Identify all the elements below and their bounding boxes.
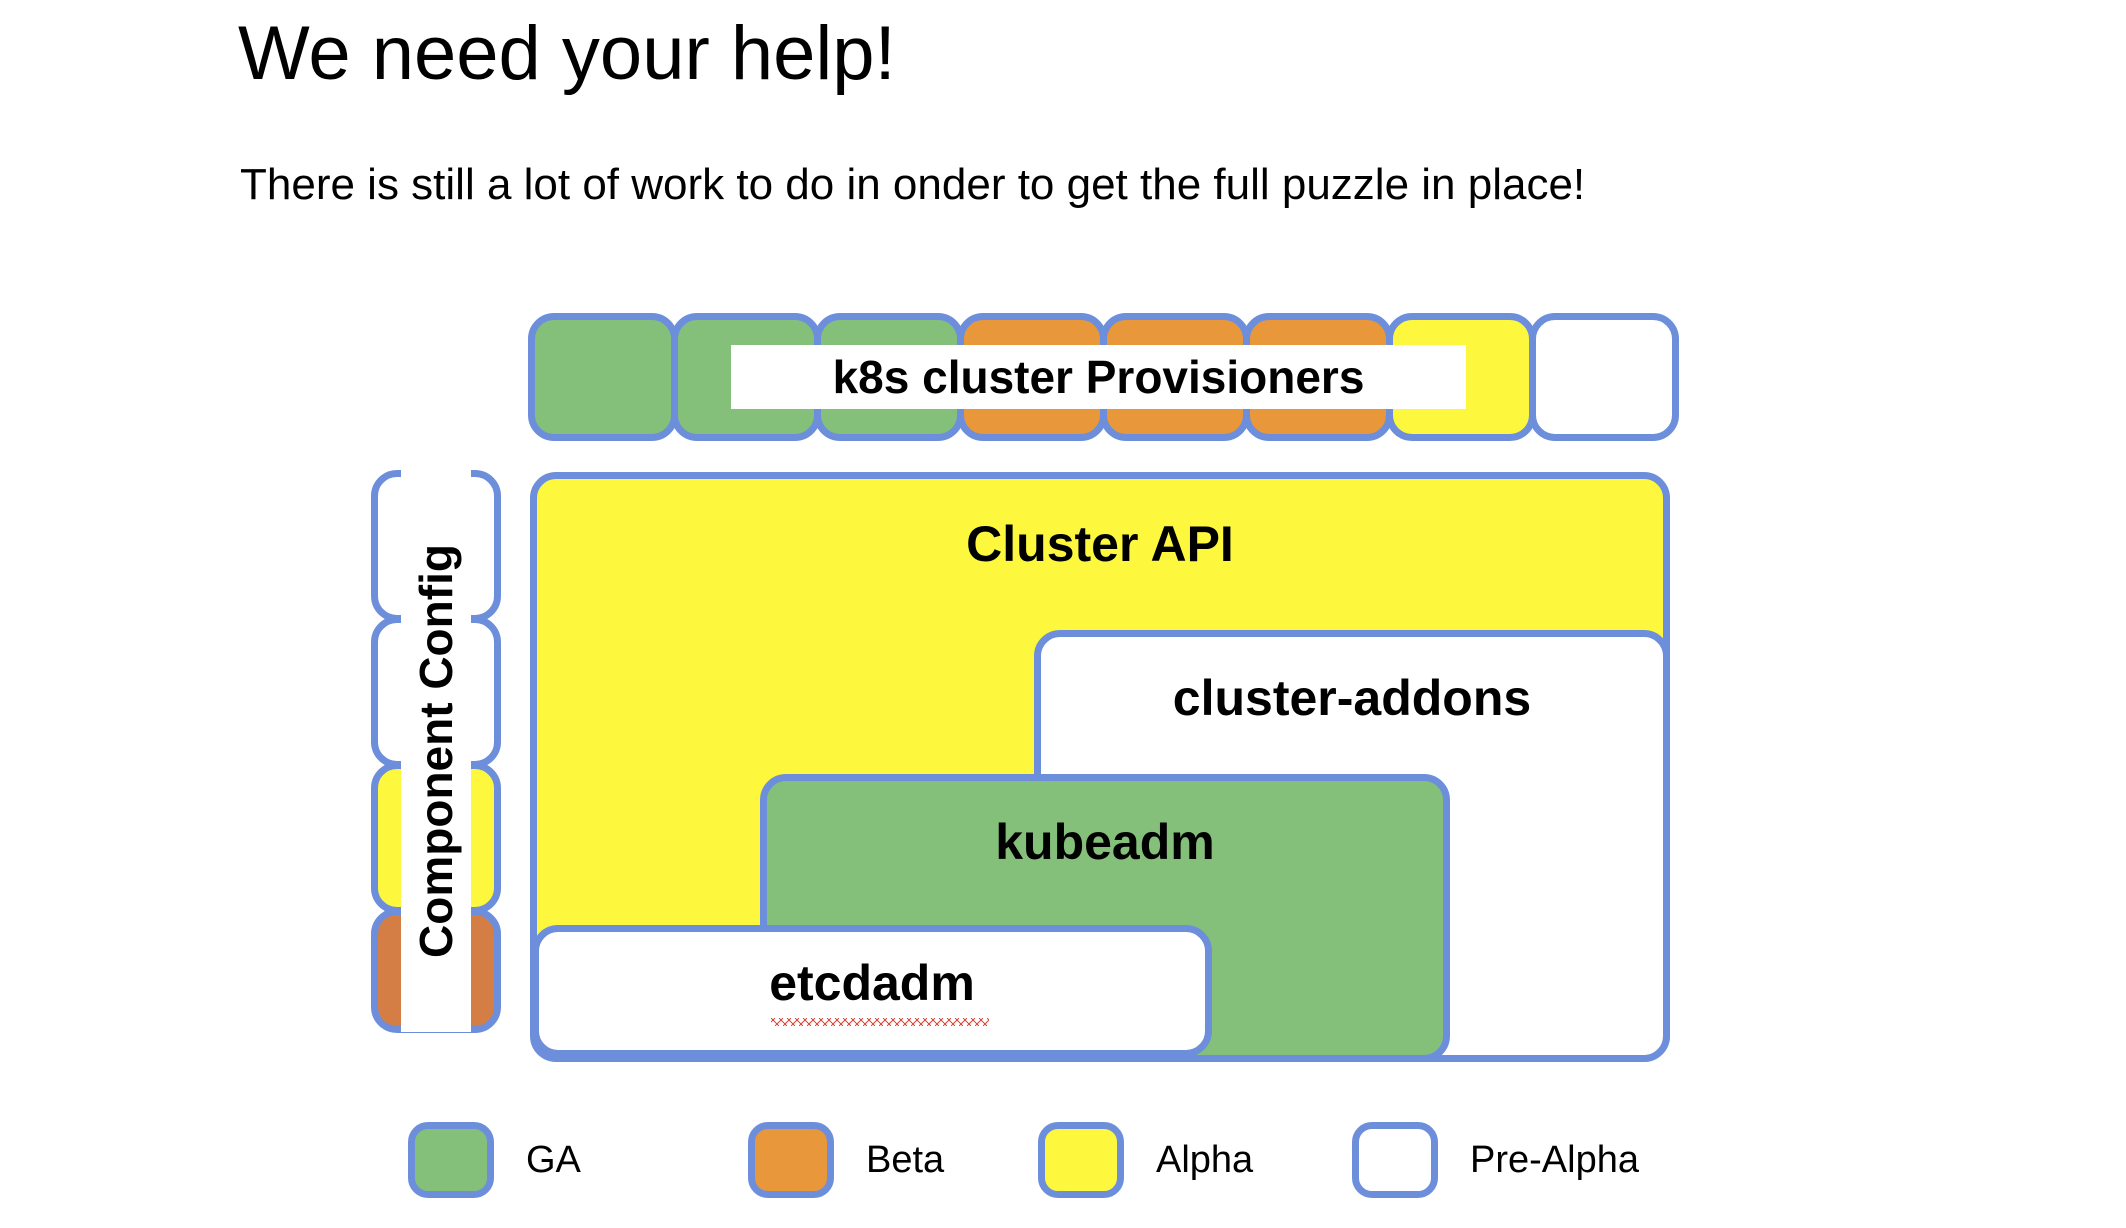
page-title: We need your help! xyxy=(238,11,896,96)
provisioners-label-band: k8s cluster Provisioners xyxy=(731,345,1466,409)
legend-swatch-alpha-icon xyxy=(1038,1122,1124,1198)
provisioner-box-8[interactable] xyxy=(1529,313,1679,441)
component-config-label-band: Component Config xyxy=(401,470,471,1032)
etcdadm-label: etcdadm xyxy=(769,955,975,1011)
legend-swatch-prealpha-icon xyxy=(1352,1122,1438,1198)
legend-item-ga: GA xyxy=(408,1120,581,1200)
legend-swatch-ga-icon xyxy=(408,1122,494,1198)
cluster-api-label: Cluster API xyxy=(966,516,1234,572)
etcdadm-box[interactable]: etcdadm xyxy=(532,925,1212,1057)
kubeadm-label: kubeadm xyxy=(995,814,1215,870)
legend-swatch-beta-icon xyxy=(748,1122,834,1198)
provisioner-box-1[interactable] xyxy=(528,313,678,441)
page-subtitle: There is still a lot of work to do in on… xyxy=(240,160,1586,209)
legend-item-prealpha: Pre-Alpha xyxy=(1352,1120,1639,1200)
spellcheck-squiggle-icon xyxy=(771,1018,989,1028)
legend-label-ga: GA xyxy=(526,1138,581,1181)
component-config-label: Component Config xyxy=(410,544,463,958)
legend-label-prealpha: Pre-Alpha xyxy=(1470,1138,1639,1181)
legend-label-alpha: Alpha xyxy=(1156,1138,1254,1181)
legend-label-beta: Beta xyxy=(866,1138,945,1181)
cluster-addons-label: cluster-addons xyxy=(1172,670,1532,726)
legend-item-beta: Beta xyxy=(748,1120,944,1200)
provisioners-label: k8s cluster Provisioners xyxy=(832,351,1365,403)
legend-item-alpha: Alpha xyxy=(1038,1120,1253,1200)
legend: GA Beta Alpha Pre-Alpha xyxy=(0,1120,2126,1210)
